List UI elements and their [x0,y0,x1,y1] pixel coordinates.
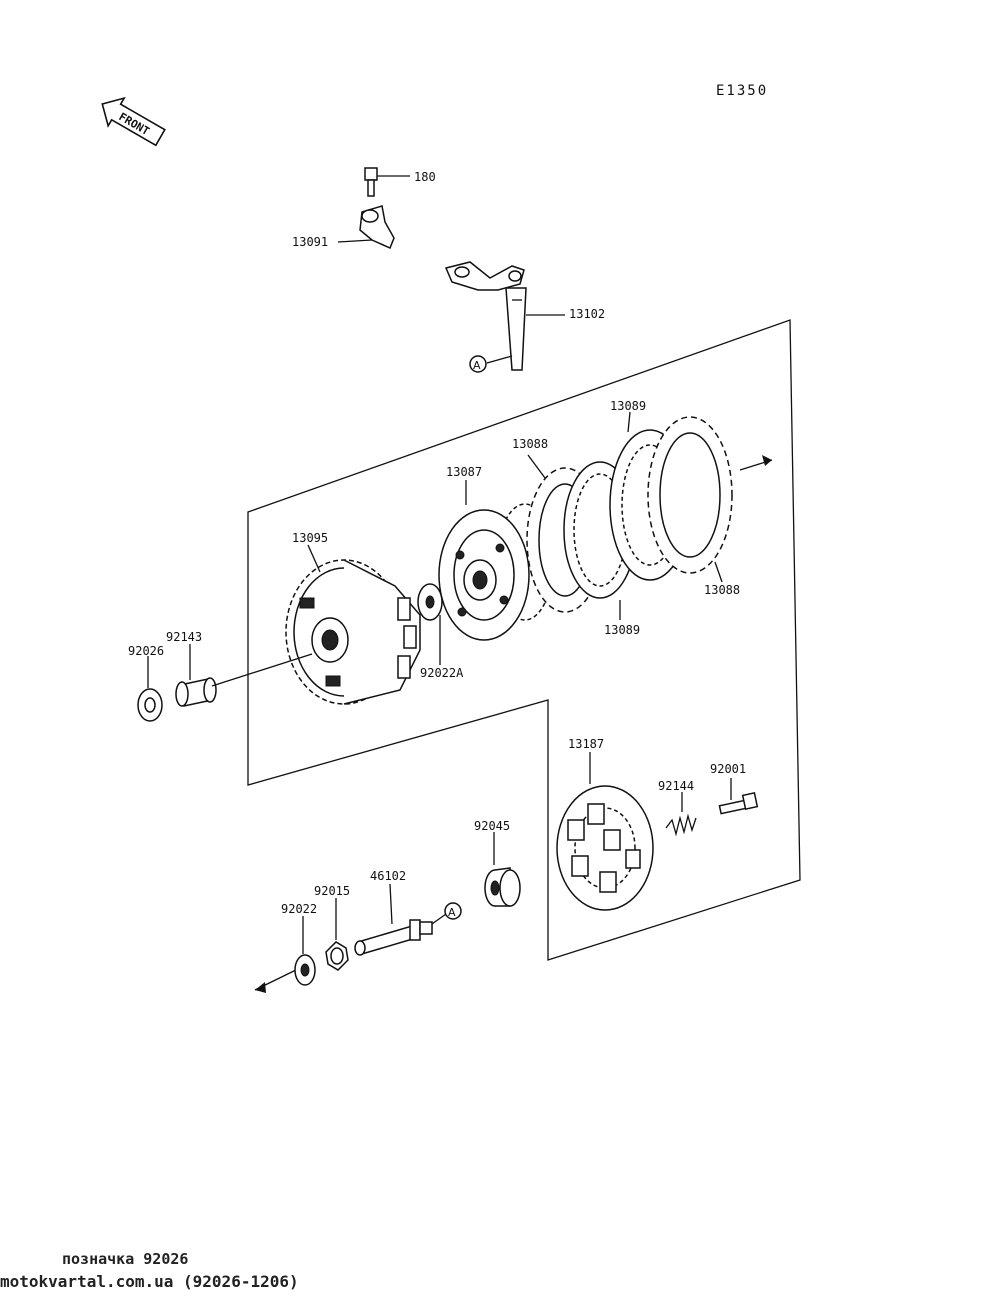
label-13091: 13091 [292,235,328,249]
label-13089-top: 13089 [610,399,646,413]
bolt-180: 180 [364,167,436,197]
label-92143: 92143 [166,630,202,644]
label-13187: 13187 [568,737,604,751]
bracket-13091: 13091 [292,205,395,250]
label-13089-bottom: 13089 [604,623,640,637]
pressure-plate-13187: 13187 [556,737,654,911]
footer-note: позначка 92026 [62,1250,189,1268]
release-shaft-13102: 13102 A [444,261,605,373]
label-46102: 46102 [370,869,406,883]
label-92001: 92001 [710,762,746,776]
nut-92015: 92015 [314,884,350,971]
label-92015: 92015 [314,884,350,898]
collar-92143: 92143 [166,630,313,707]
label-92026: 92026 [128,644,164,658]
label-180: 180 [414,170,436,184]
label-92144: 92144 [658,779,694,793]
ref-mark-a-lower: A [448,906,456,919]
ref-mark-a-upper: A [473,359,481,372]
spring-92144: 92144 [658,779,697,837]
label-13102: 13102 [569,307,605,321]
washer-92026: 92026 [128,644,164,722]
label-13087: 13087 [446,465,482,479]
bearing-92045: 92045 [474,819,521,907]
clutch-housing-13095: 13095 [285,531,421,705]
label-92022A: 92022A [420,666,464,680]
front-arrow-icon: FRONT [101,96,166,147]
label-13095: 13095 [292,531,328,545]
label-92022: 92022 [281,902,317,916]
direction-arrow-lower-left [254,967,301,993]
push-rod-46102: 46102 A [354,869,462,956]
friction-plate-13088-bottom: 13088 [647,416,740,597]
label-13088-top: 13088 [512,437,548,451]
label-13088-bottom: 13088 [704,583,740,597]
assembly-outline [247,319,801,961]
washer-92022A: 92022A [417,583,464,680]
footer-source: motokvartal.com.ua (92026-1206) [0,1272,299,1291]
bolt-92001: 92001 [710,762,759,815]
label-92045: 92045 [474,819,510,833]
diagram-code: E1350 [716,83,768,99]
washer-92022: 92022 [281,902,317,986]
direction-arrow-upper-right [739,455,773,471]
